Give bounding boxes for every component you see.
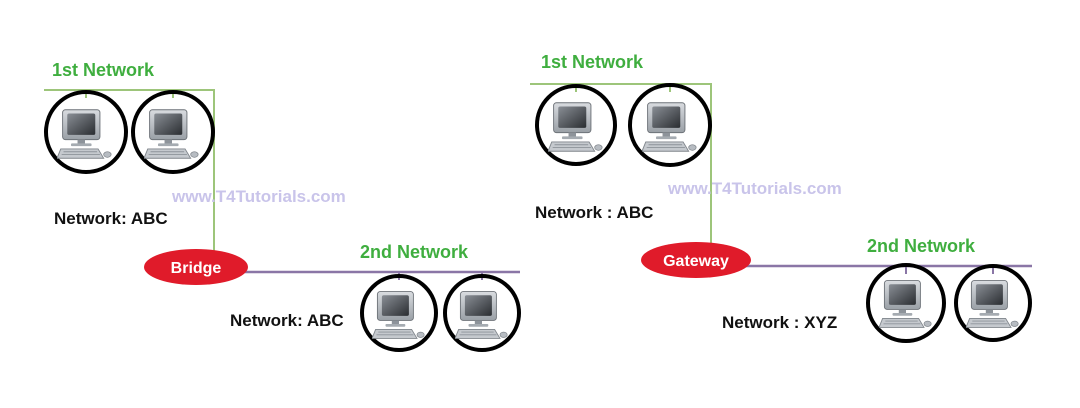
- pc-circle: [443, 274, 521, 352]
- pc-circle: [131, 90, 215, 174]
- gateway-net1-pc-2: [628, 83, 712, 167]
- gateway-device: Gateway: [641, 242, 751, 278]
- computer-icon: [372, 291, 425, 339]
- bridge-network2-label: 2nd Network: [360, 242, 469, 262]
- computer-icon: [642, 102, 697, 152]
- bridge-watermark: www.T4Tutorials.com: [171, 187, 346, 206]
- gateway-net2-pc-1: [866, 263, 946, 343]
- gateway-network1-line: [530, 83, 712, 250]
- bridge-device: Bridge: [144, 249, 248, 285]
- bridge-network1-address: Network: ABC: [54, 209, 168, 228]
- gateway-net2-pc-2: [954, 264, 1032, 342]
- pc-circle: [535, 84, 617, 166]
- computer-icon: [57, 109, 112, 159]
- gateway-net1-pc-1: [535, 84, 617, 166]
- bridge-device-label: Bridge: [171, 260, 222, 277]
- computer-icon: [548, 102, 603, 152]
- bridge-net1-pc-2: [131, 90, 215, 174]
- computer-icon: [144, 109, 199, 159]
- gateway-network2-label: 2nd Network: [867, 236, 976, 256]
- bridge-network1-line: [44, 89, 215, 256]
- pc-circle: [360, 274, 438, 352]
- bridge-panel: 1st Network www.T4Tutorials.com Network:…: [44, 60, 521, 352]
- bridge-network2-address: Network: ABC: [230, 311, 344, 330]
- computer-icon: [879, 280, 932, 328]
- computer-icon: [455, 291, 508, 339]
- pc-circle: [44, 90, 128, 174]
- bridge-network1-label: 1st Network: [52, 60, 155, 80]
- computer-icon: [966, 280, 1019, 328]
- gateway-watermark: www.T4Tutorials.com: [667, 179, 842, 198]
- bridge-net2-pc-1: [360, 272, 438, 352]
- gateway-device-label: Gateway: [663, 253, 729, 270]
- pc-circle: [954, 264, 1032, 342]
- bridge-net2-pc-2: [443, 272, 521, 352]
- gateway-panel: 1st Network www.T4Tutorials.com Network …: [530, 52, 1032, 343]
- gateway-network1-address: Network : ABC: [535, 203, 653, 222]
- pc-circle: [628, 83, 712, 167]
- gateway-network1-label: 1st Network: [541, 52, 644, 72]
- pc-circle: [866, 263, 946, 343]
- bridge-net1-pc-1: [44, 90, 128, 174]
- gateway-network2-address: Network : XYZ: [722, 313, 837, 332]
